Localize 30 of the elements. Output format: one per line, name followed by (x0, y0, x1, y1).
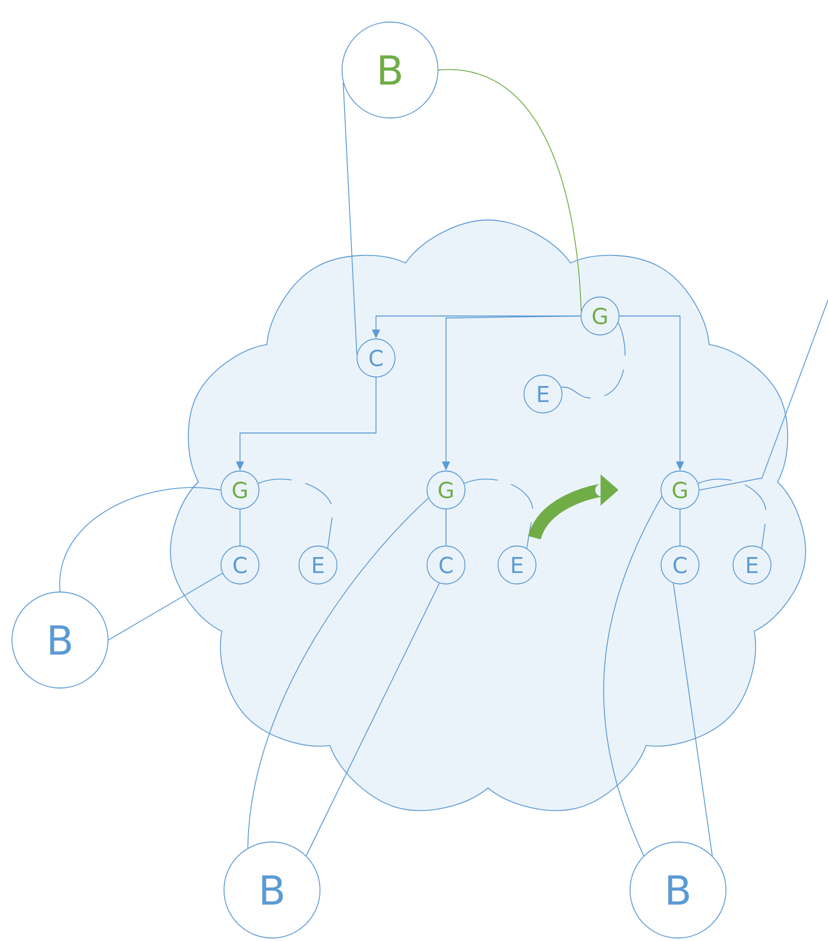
cloud-shape (170, 220, 806, 811)
connector (438, 70, 582, 312)
connector (258, 478, 334, 549)
connector (464, 478, 534, 549)
circle-node: G (220, 470, 260, 510)
circle-node: G (660, 470, 700, 510)
connector (699, 300, 828, 490)
circle-node: C (220, 546, 260, 584)
circle-node: G (580, 296, 620, 336)
circle-node: E (298, 546, 338, 584)
connector (108, 572, 223, 640)
circle-node: B (630, 842, 726, 938)
connector (560, 322, 626, 398)
connector (342, 82, 358, 356)
connector (306, 582, 440, 856)
circle-node: G (426, 470, 466, 510)
circle-node: E (524, 374, 562, 414)
connector (603, 496, 662, 856)
circle-node: C (356, 338, 396, 378)
connector (672, 582, 713, 856)
circle-node: E (498, 546, 536, 584)
circle-node: B (342, 22, 438, 118)
circle-node: E (732, 546, 772, 584)
connector (60, 487, 221, 592)
circle-node: C (426, 546, 466, 584)
circle-node: B (12, 592, 108, 688)
connector (247, 498, 429, 848)
connector (698, 478, 767, 549)
circle-node: B (224, 842, 320, 938)
circle-node: C (660, 546, 700, 584)
